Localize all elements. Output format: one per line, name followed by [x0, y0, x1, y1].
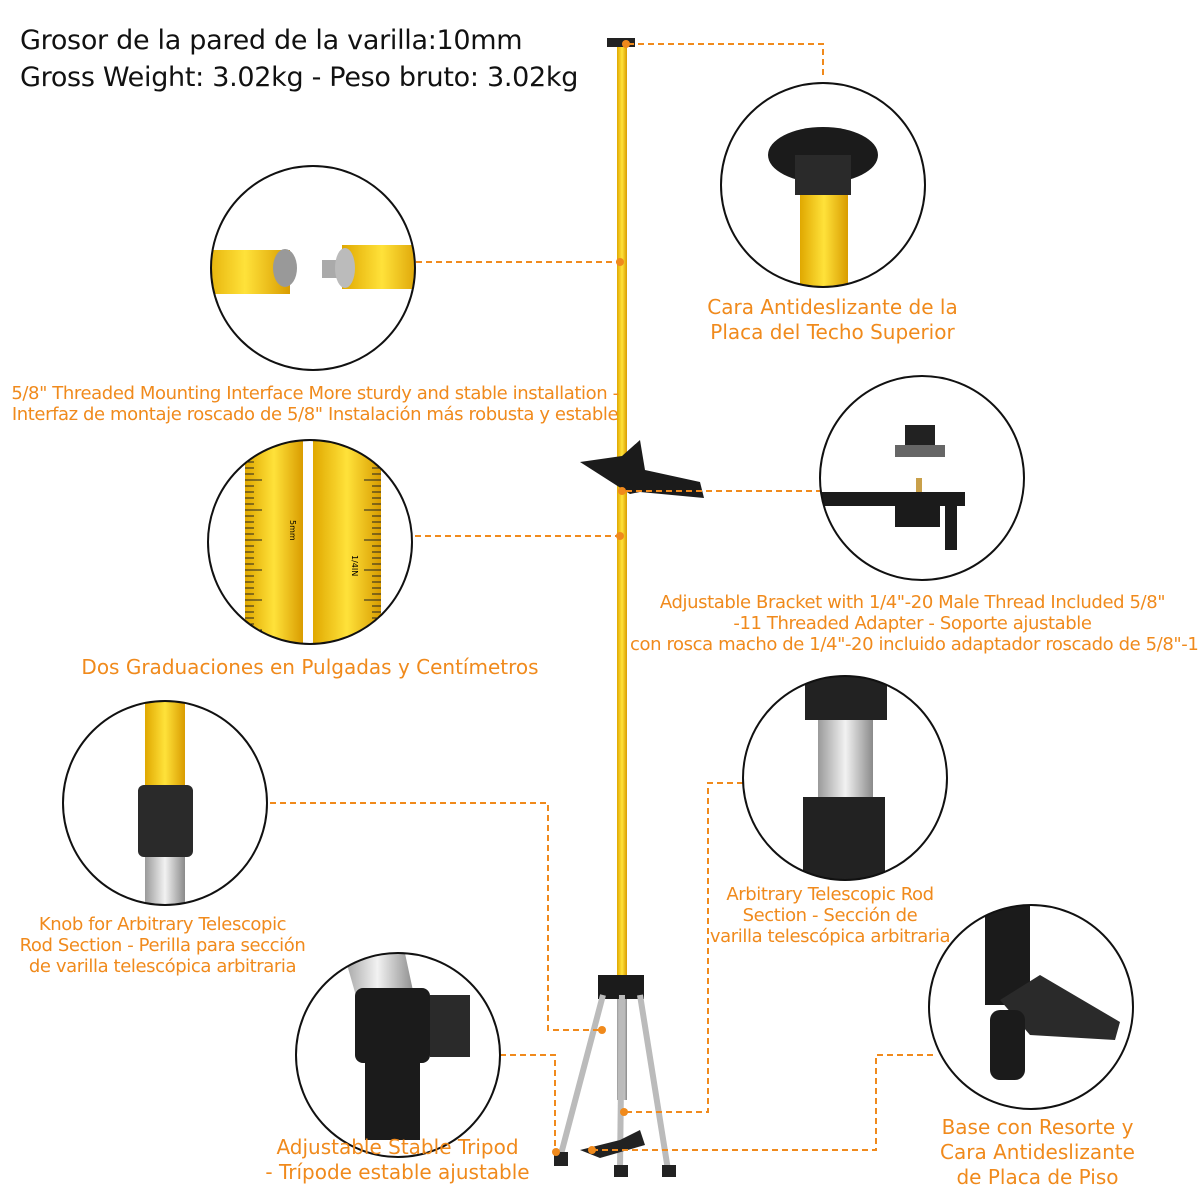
gross-weight: Gross Weight: 3.02kg - Peso bruto: 3.02k…	[20, 62, 579, 93]
caption-line: de Placa de Piso	[956, 1165, 1119, 1189]
scale-label-mm: 5mm	[288, 520, 297, 541]
wall-thickness: Grosor de la pared de la varilla:10mm	[20, 25, 523, 56]
detail-floor-base	[929, 905, 1133, 1109]
scale-label-inch: 1/4IN	[350, 555, 359, 576]
caption-line: con rosca macho de 1/4"-20 incluido adap…	[630, 634, 1200, 655]
caption-line: Knob for Arbitrary Telescopic	[38, 914, 287, 935]
caption-line: - Trípode estable ajustable	[265, 1160, 530, 1184]
caption-ceiling-plate: Cara Antideslizante de la Placa del Tech…	[690, 295, 975, 345]
caption-line: Dos Graduaciones en Pulgadas y Centímetr…	[81, 655, 539, 679]
telescopic-pole	[607, 38, 635, 1100]
leader-lines	[270, 43, 935, 1152]
caption-line: Interfaz de montaje roscado de 5/8" Inst…	[11, 404, 619, 425]
detail-ceiling-plate	[721, 83, 925, 287]
specs-heading: Grosor de la pared de la varilla:10mm Gr…	[20, 22, 578, 96]
caption-line: Section - Sección de	[742, 905, 918, 926]
caption-telescopic: Arbitrary Telescopic Rod Section - Secci…	[700, 884, 960, 947]
caption-line: Adjustable Stable Tripod	[276, 1135, 519, 1159]
caption-line: 5/8" Threaded Mounting Interface More st…	[11, 383, 619, 404]
caption-line: Cara Antideslizante de la	[707, 295, 958, 319]
circle-outlines	[62, 82, 1134, 1158]
bracket-on-pole	[580, 440, 704, 498]
tripod	[554, 975, 676, 1177]
caption-thread-interface: 5/8" Threaded Mounting Interface More st…	[10, 383, 620, 425]
caption-bracket: Adjustable Bracket with 1/4"-20 Male Thr…	[630, 592, 1200, 655]
leader-dots	[552, 40, 630, 1156]
caption-line: Rod Section - Perilla para sección	[19, 935, 306, 956]
caption-line: varilla telescópica arbitraria	[709, 926, 951, 947]
caption-line: Placa del Techo Superior	[710, 320, 955, 344]
detail-thread-interface	[211, 166, 415, 370]
caption-line: Base con Resorte y	[941, 1115, 1134, 1139]
caption-line: Adjustable Bracket with 1/4"-20 Male Thr…	[659, 592, 1166, 613]
caption-tripod: Adjustable Stable Tripod - Trípode estab…	[255, 1135, 540, 1185]
caption-line: Arbitrary Telescopic Rod	[726, 884, 934, 905]
caption-line: de varilla telescópica arbitraria	[28, 956, 297, 977]
caption-knob: Knob for Arbitrary Telescopic Rod Sectio…	[10, 914, 315, 977]
caption-graduations: Dos Graduaciones en Pulgadas y Centímetr…	[70, 655, 550, 680]
detail-graduations	[208, 440, 412, 644]
caption-base: Base con Resorte y Cara Antideslizante d…	[925, 1115, 1150, 1190]
caption-line: -11 Threaded Adapter - Soporte ajustable	[733, 613, 1092, 634]
detail-bracket	[820, 376, 1024, 580]
detail-knob	[63, 701, 267, 905]
detail-tripod-clamp	[296, 953, 500, 1157]
detail-telescopic-section	[743, 676, 947, 880]
caption-line: Cara Antideslizante	[940, 1140, 1135, 1164]
